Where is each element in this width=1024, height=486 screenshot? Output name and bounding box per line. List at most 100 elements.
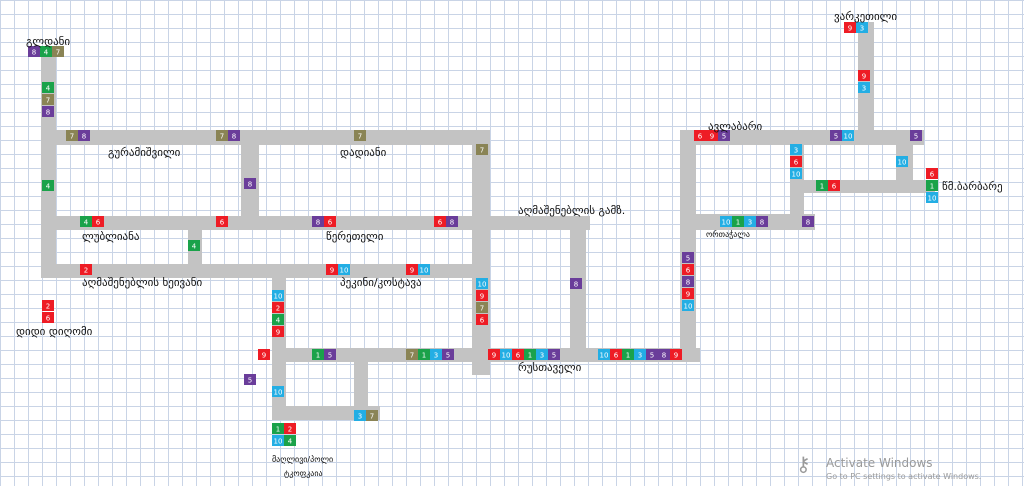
- line-marker-7: [406, 349, 418, 360]
- line-marker-5: [830, 130, 842, 141]
- line-number-label: 6: [438, 219, 443, 227]
- line-marker-7: [52, 46, 64, 57]
- line-marker-5: [718, 130, 730, 141]
- road-segment: [680, 130, 696, 360]
- line-number-label: 8: [574, 281, 578, 289]
- line-number-label: 9: [410, 267, 414, 275]
- line-number-label: 9: [492, 352, 496, 360]
- line-marker-10: [790, 168, 802, 179]
- line-number-label: 1: [820, 183, 824, 191]
- line-number-label: 3: [540, 352, 544, 360]
- line-number-label: 1: [422, 352, 426, 360]
- line-marker-6: [828, 180, 840, 191]
- line-number-label: 6: [96, 219, 101, 227]
- line-marker-9: [706, 130, 718, 141]
- line-marker-9: [488, 349, 500, 360]
- line-number-label: 8: [248, 181, 252, 189]
- line-marker-10: [272, 290, 284, 301]
- line-number-label: 6: [614, 352, 619, 360]
- line-marker-8: [28, 46, 40, 57]
- line-number-label: 8: [82, 133, 86, 141]
- line-number-label: 4: [192, 243, 197, 251]
- line-number-label: 3: [862, 85, 866, 93]
- stop-label-agm-gamz: აღმაშენებლის გამზ.: [518, 204, 625, 217]
- line-number-label: 4: [84, 219, 89, 227]
- line-number-label: 4: [44, 49, 49, 57]
- watermark-title: Activate Windows: [826, 456, 933, 470]
- line-marker-9: [326, 264, 338, 275]
- line-marker-3: [744, 216, 756, 227]
- line-marker-6: [476, 314, 488, 325]
- road-segment: [354, 348, 368, 420]
- line-number-label: 10: [844, 133, 853, 141]
- line-marker-8: [658, 349, 670, 360]
- line-marker-3: [634, 349, 646, 360]
- line-number-label: 10: [792, 171, 801, 179]
- line-marker-3: [856, 22, 868, 33]
- line-marker-6: [434, 216, 446, 227]
- line-marker-10: [500, 349, 512, 360]
- line-marker-2: [80, 264, 92, 275]
- road-network: [41, 22, 935, 420]
- line-number-label: 6: [516, 352, 521, 360]
- line-number-label: 5: [446, 352, 450, 360]
- line-marker-6: [790, 156, 802, 167]
- stop-label-gldani: გლდანი: [26, 35, 70, 48]
- line-marker-9: [406, 264, 418, 275]
- line-number-label: 5: [328, 352, 332, 360]
- line-marker-5: [244, 374, 256, 385]
- line-marker-1: [272, 423, 284, 434]
- line-marker-6: [926, 168, 938, 179]
- line-number-label: 1: [276, 426, 280, 434]
- line-marker-5: [682, 252, 694, 263]
- line-number-label: 3: [794, 147, 798, 155]
- line-marker-3: [430, 349, 442, 360]
- line-number-label: 3: [638, 352, 642, 360]
- line-marker-4: [42, 180, 54, 191]
- road-segment: [272, 406, 380, 420]
- line-marker-6: [216, 216, 228, 227]
- road-segment: [272, 348, 700, 362]
- line-marker-5: [324, 349, 336, 360]
- line-marker-9: [258, 349, 270, 360]
- line-number-label: 10: [928, 195, 937, 203]
- line-number-label: 4: [288, 438, 293, 446]
- line-marker-10: [476, 278, 488, 289]
- line-marker-4: [80, 216, 92, 227]
- line-marker-10: [682, 300, 694, 311]
- line-marker-10: [272, 386, 284, 397]
- line-number-label: 9: [674, 352, 678, 360]
- line-number-label: 7: [70, 133, 74, 141]
- line-marker-6: [92, 216, 104, 227]
- line-number-label: 9: [710, 133, 714, 141]
- line-number-label: 5: [914, 133, 918, 141]
- line-number-label: 8: [32, 49, 36, 57]
- stop-label-lubliana: ლუბლიანა: [82, 230, 140, 243]
- line-marker-1: [816, 180, 828, 191]
- line-marker-10: [926, 192, 938, 203]
- line-number-label: 3: [748, 219, 752, 227]
- line-marker-10: [598, 349, 610, 360]
- line-number-label: 6: [930, 171, 935, 179]
- line-marker-9: [476, 290, 488, 301]
- line-number-label: 9: [330, 267, 334, 275]
- line-marker-1: [312, 349, 324, 360]
- line-marker-8: [312, 216, 324, 227]
- line-number-label: 9: [276, 329, 280, 337]
- line-marker-7: [216, 130, 228, 141]
- line-marker-7: [476, 144, 488, 155]
- road-segment: [41, 130, 490, 145]
- line-number-label: 8: [760, 219, 764, 227]
- line-number-label: 10: [340, 267, 349, 275]
- line-number-label: 9: [686, 291, 690, 299]
- line-number-label: 2: [276, 305, 280, 313]
- line-marker-3: [536, 349, 548, 360]
- stop-label-mapline: მაღლივი/პოლი: [272, 454, 333, 464]
- line-number-label: 7: [46, 97, 50, 105]
- line-number-label: 1: [626, 352, 630, 360]
- line-marker-6: [694, 130, 706, 141]
- stop-label-agm-kheivani: აღმაშენებლის ხეივანი: [82, 276, 203, 289]
- line-marker-1: [732, 216, 744, 227]
- line-marker-5: [548, 349, 560, 360]
